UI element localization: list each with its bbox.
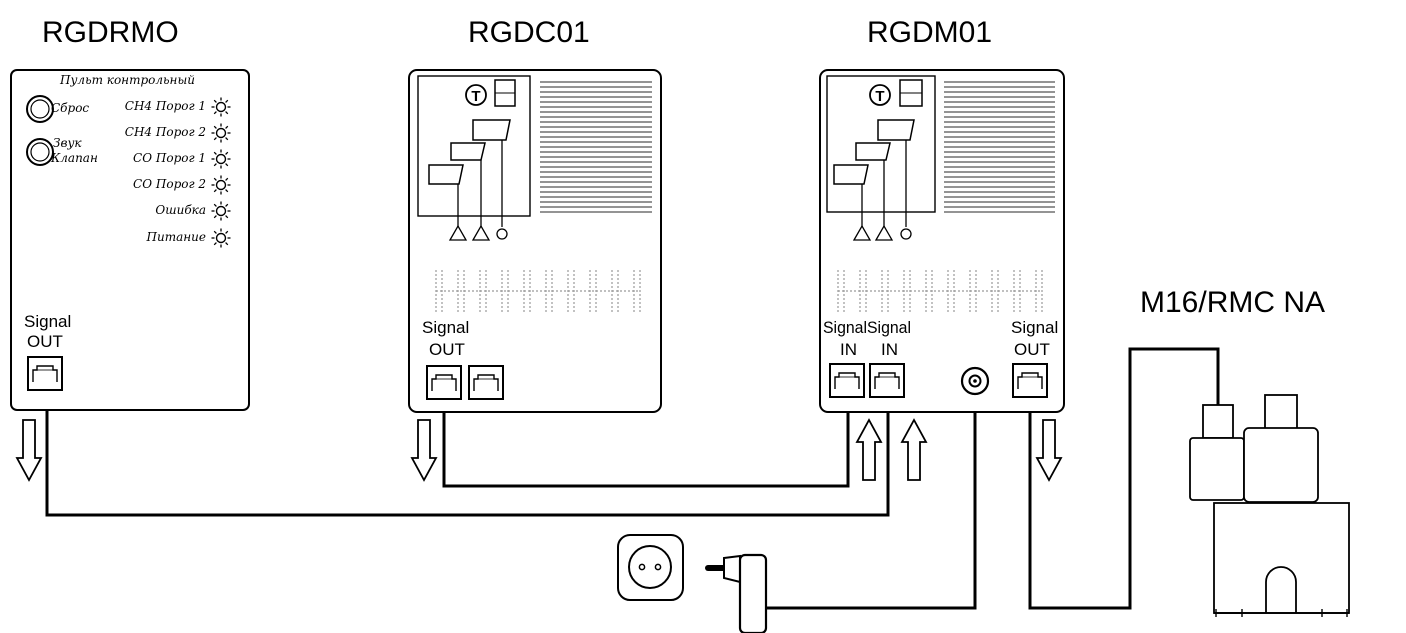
device-rgdrmo: RGDRMO Пульт контрольный Сброс Звук Клап… [10, 16, 250, 481]
indicator-label: CO Порог 1 [133, 151, 206, 165]
valve-top-cap [1264, 394, 1298, 434]
device-rgdm01: RGDM01 T [819, 16, 1065, 481]
rgdm01-housing [819, 69, 1065, 413]
wire-power-adapter [765, 410, 977, 610]
led-icon [210, 148, 232, 170]
rgdc01-housing [408, 69, 662, 413]
rgdm01-display-window [826, 75, 936, 213]
indicator-label: CO Порог 2 [133, 177, 206, 191]
indicator-label: Ошибка [155, 203, 206, 217]
led-icon [210, 96, 232, 118]
signal-out-arrow-icon [16, 419, 42, 481]
wires [45, 347, 1220, 610]
valve-connector [1202, 404, 1234, 439]
rj-port-icon[interactable] [1012, 363, 1048, 398]
rgdc01-display-window [417, 75, 531, 217]
display-t-icon: T [465, 84, 487, 106]
svg-text:T: T [471, 88, 480, 105]
rj-port-icon[interactable] [426, 365, 462, 400]
port-direction: IN [840, 340, 857, 359]
level-steps [833, 119, 915, 227]
rj-port-icon[interactable] [869, 363, 905, 398]
port-label: Signal [823, 318, 867, 337]
port-label: Signal [867, 318, 911, 337]
valve-button-label: Клапан [50, 151, 98, 165]
port-direction: OUT [27, 332, 63, 351]
reset-button[interactable] [26, 95, 54, 123]
rgdm01-vent-grille [944, 81, 1055, 213]
wire-rgdrmo-to-rgdm01-in2 [45, 392, 890, 517]
valve-coil-left [1189, 437, 1245, 501]
signal-out-arrow-icon [1036, 419, 1062, 481]
svg-text:T: T [875, 88, 884, 105]
port-direction: IN [881, 340, 898, 359]
warning-icons [448, 224, 508, 241]
wire-rgdc01-to-rgdm01-in1 [442, 398, 850, 488]
power-socket-icon[interactable] [960, 366, 990, 396]
valve-m16-rmc-na: M16/RMC NA [1140, 286, 1350, 617]
device-title-valve: M16/RMC NA [1140, 286, 1325, 319]
wall-outlet-icon [617, 534, 684, 601]
valve-body [1213, 502, 1350, 614]
device-title-rgdc01: RGDC01 [468, 16, 590, 49]
port-label: Signal [422, 318, 469, 337]
indicator-label: CH4 Порог 2 [125, 125, 206, 139]
port-label: Signal [1011, 318, 1058, 337]
device-title-rgdm01: RGDM01 [867, 16, 992, 49]
indicator-labels: CH4 Порог 1 CH4 Порог 2 CO Порог 1 CO По… [125, 99, 206, 244]
rgdc01-vent-grille [540, 81, 652, 213]
power-supply [617, 534, 768, 633]
indicator-label: CH4 Порог 1 [125, 99, 206, 113]
port-direction: OUT [1014, 340, 1050, 359]
device-rgdc01: RGDC01 T [408, 16, 662, 481]
sound-valve-button[interactable] [26, 138, 54, 166]
warning-icons [852, 224, 912, 241]
display-t-icon: T [869, 84, 891, 106]
port-label: Signal [24, 312, 71, 331]
led-icon [210, 200, 232, 222]
sound-button-label: Звук [53, 136, 82, 150]
valve-coil-right [1243, 427, 1319, 503]
rgdrmo-panel-title: Пульт контрольный [59, 73, 195, 87]
rj-port-icon[interactable] [829, 363, 865, 398]
reset-button-label: Сброс [51, 101, 89, 115]
rgdc01-terminal-block [435, 270, 641, 312]
indicator-label: Питание [146, 230, 206, 244]
led-icon [210, 122, 232, 144]
rj-port-icon[interactable] [27, 356, 63, 391]
led-icon [210, 174, 232, 196]
device-title-rgdrmo: RGDRMO [42, 16, 179, 49]
wire-rgdm01-out-to-valve [1028, 347, 1220, 610]
port-direction: OUT [429, 340, 465, 359]
rgdrmo-housing [10, 69, 250, 411]
level-steps [428, 119, 511, 227]
signal-out-arrow-icon [411, 419, 437, 481]
led-icon [210, 227, 232, 249]
signal-in-arrow-icon [901, 419, 927, 481]
rj-port-icon[interactable] [468, 365, 504, 400]
valve-flow-opening [1265, 566, 1297, 613]
signal-in-arrow-icon [856, 419, 882, 481]
plug-adapter-icon [705, 553, 768, 633]
rgdm01-terminal-block [837, 270, 1043, 312]
